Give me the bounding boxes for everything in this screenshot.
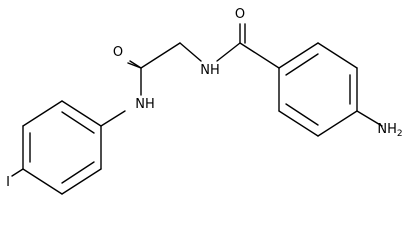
amine-label: NH2	[377, 122, 402, 139]
bond-right-ring-inner-1	[285, 53, 319, 76]
bond-ch2-nh-right	[179, 42, 202, 62]
bond-nh-c-right	[216, 42, 241, 62]
bond-right-ring-5	[317, 110, 358, 137]
bond-left-ring-1	[61, 100, 102, 127]
oxygen-left-label: O	[113, 45, 123, 60]
bond-c-o-left-b	[127, 62, 142, 69]
bond-left-ring-4	[22, 168, 63, 195]
nh-amide-right-label: NH	[200, 63, 220, 78]
bond-right-ring-inner-3	[285, 103, 319, 126]
bond-ring-iodine	[11, 168, 24, 177]
bond-left-ring-inner-1	[61, 111, 95, 134]
nh-amide-left-label: NH	[135, 97, 155, 112]
amine-label-subscript: 2	[397, 129, 403, 139]
bond-right-ring-3	[317, 42, 358, 69]
amine-label-main: NH	[377, 122, 397, 137]
molecule-structure-canvas: O NH NH O NH2 I	[6, 7, 403, 195]
bond-right-ring-1	[239, 42, 280, 69]
bond-c-ch2	[140, 42, 181, 69]
bond-left-ring-5	[61, 168, 102, 195]
bond-left-ring-inner-3	[61, 161, 95, 184]
bond-nh-left-ring	[100, 110, 126, 127]
iodine-label: I	[6, 175, 10, 190]
bond-ring-nh2	[356, 110, 383, 127]
molecule-structure: O NH NH O NH2 I	[6, 7, 403, 195]
oxygen-right-label: O	[235, 7, 245, 22]
bond-left-ring-2	[22, 100, 63, 127]
bond-right-ring-2	[278, 42, 319, 69]
bond-right-ring-6	[278, 110, 319, 137]
